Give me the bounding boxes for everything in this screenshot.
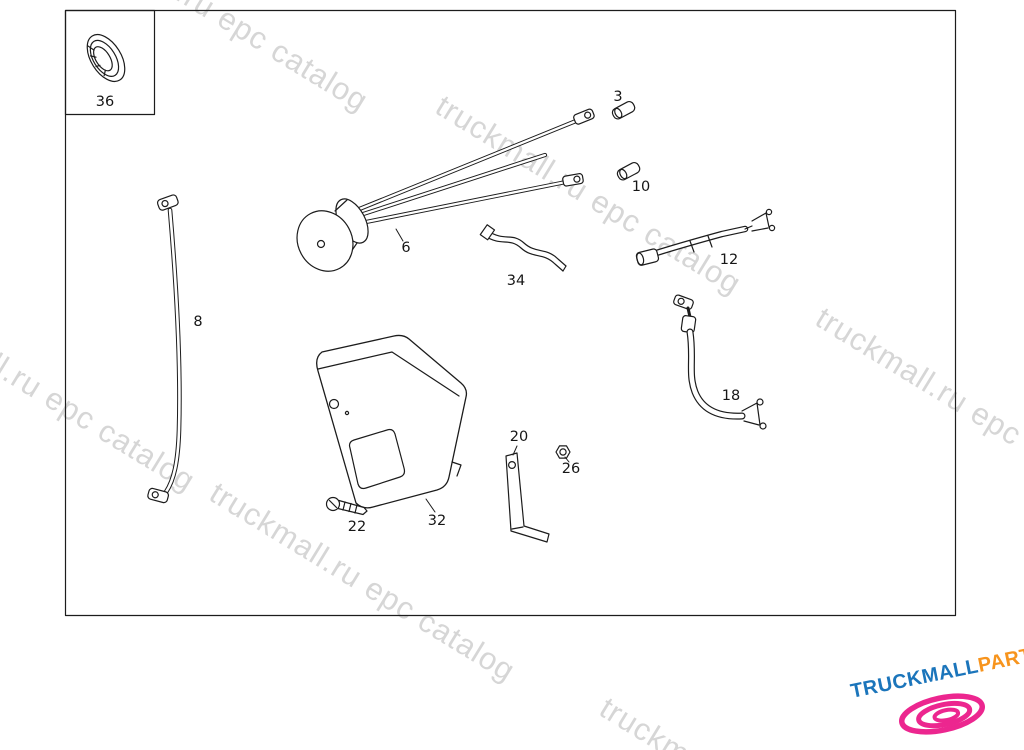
- part-12-cable: [635, 208, 776, 266]
- part-32-cover: [316, 334, 468, 509]
- part-label-12: 12: [719, 252, 739, 268]
- part-6-harness: [296, 108, 595, 272]
- part-3-terminal: [611, 100, 636, 120]
- part-8-cable: [147, 194, 182, 504]
- part-label-32: 32: [427, 513, 447, 529]
- leader-lines: [395, 228, 570, 513]
- part-label-20: 20: [509, 429, 529, 445]
- part-36-grommet: [86, 33, 126, 83]
- part-label-22: 22: [347, 519, 367, 535]
- part-label-26: 26: [561, 461, 581, 477]
- part-label-34: 34: [506, 273, 526, 289]
- part-10-terminal: [616, 161, 641, 181]
- part-20-bracket: [505, 452, 550, 543]
- part-label-6: 6: [401, 240, 411, 256]
- part-18-cable: [673, 294, 767, 430]
- part-label-10: 10: [631, 179, 651, 195]
- logo-wheel-swirl-icon: [899, 693, 985, 735]
- part-26-nut: [555, 445, 571, 459]
- part-label-3: 3: [613, 89, 623, 105]
- part-34-cable-tie: [479, 224, 567, 272]
- diagram-border: [64, 9, 957, 617]
- part-22-screw: [325, 496, 368, 516]
- part-label-36: 36: [95, 94, 115, 110]
- part-label-18: 18: [721, 388, 741, 404]
- part-label-8: 8: [193, 314, 203, 330]
